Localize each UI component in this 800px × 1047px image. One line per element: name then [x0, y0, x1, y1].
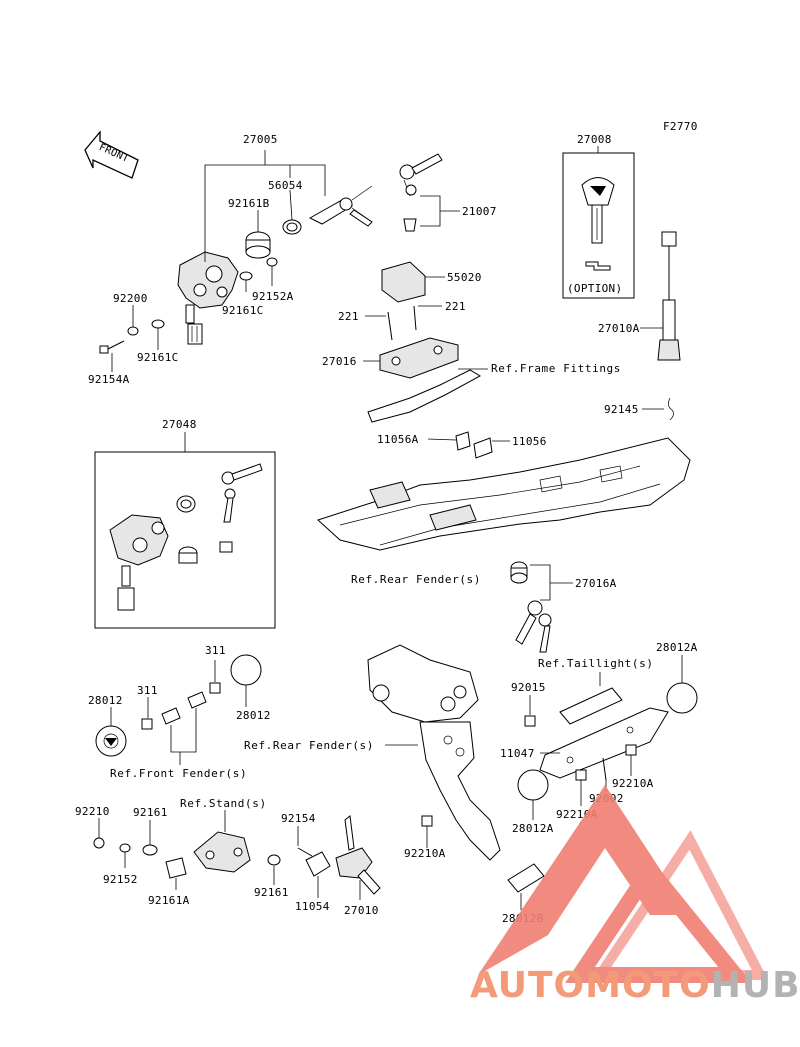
cover-55020: [381, 261, 426, 303]
connector-27010a: [661, 231, 677, 247]
rear-fender: [317, 437, 691, 551]
watermark-automoto: AUTOMOTO: [470, 965, 711, 1006]
watermark-hub: HUB: [711, 965, 800, 1006]
spring-92145: [668, 397, 674, 421]
label-28012-b: 28012: [236, 709, 271, 722]
watermark-text: AUTOMOTOHUB: [470, 965, 800, 1006]
automotohub-logo: [478, 785, 769, 983]
label-28012A-b: 28012A: [512, 822, 554, 835]
reflector-28012b: [507, 863, 545, 893]
label-27016: 27016: [322, 355, 357, 368]
label-92161: 92161: [133, 806, 168, 819]
label-92015: 92015: [511, 681, 546, 694]
label-92152A: 92152A: [252, 290, 294, 303]
label-92200: 92200: [113, 292, 148, 305]
label-92210A: 92210A: [612, 777, 654, 790]
label-28012: 28012: [88, 694, 123, 707]
key-icon-27016a: [515, 600, 552, 653]
label-311: 311: [137, 684, 158, 697]
ref-stand: Ref.Stand(s): [180, 797, 267, 810]
label-92154A: 92154A: [88, 373, 130, 386]
label-27048: 27048: [162, 418, 197, 431]
bracket-27016: [379, 337, 459, 379]
label-92161B: 92161B: [228, 197, 270, 210]
label-92161A: 92161A: [148, 894, 190, 907]
label-221: 221: [338, 310, 359, 323]
option-box: [562, 152, 635, 299]
reflector-28012-b: [230, 654, 262, 686]
diagram-code: F2770: [663, 120, 698, 133]
key-blank-icon: [399, 153, 443, 197]
label-92161-b: 92161: [254, 886, 289, 899]
side-stand-switch-27010: [335, 815, 381, 895]
label-11056A: 11056A: [377, 433, 419, 446]
key-icon: [308, 185, 373, 227]
reflector-28012a-b: [517, 769, 549, 801]
label-11054: 11054: [295, 900, 330, 913]
ref-frame-fittings: Ref.Frame Fittings: [491, 362, 621, 375]
label-92154: 92154: [281, 812, 316, 825]
label-92210: 92210: [75, 805, 110, 818]
label-27016A: 27016A: [575, 577, 617, 590]
label-92145: 92145: [604, 403, 639, 416]
label-221-b: 221: [445, 300, 466, 313]
smart-key-icon: [581, 177, 615, 271]
key-icon-27048: [221, 463, 263, 523]
label-92210A-c: 92210A: [404, 847, 446, 860]
label-92152: 92152: [103, 873, 138, 886]
label-56054: 56054: [268, 179, 303, 192]
front-arrow-icon: FRONT: [84, 130, 139, 179]
label-55020: 55020: [447, 271, 482, 284]
label-11056: 11056: [512, 435, 547, 448]
label-311-b: 311: [205, 644, 226, 657]
reflector-28012a: [666, 682, 698, 714]
bracket-11047: [539, 707, 669, 779]
label-11047: 11047: [500, 747, 535, 760]
clip-11056: [473, 437, 493, 459]
ref-front-fender: Ref.Front Fender(s): [110, 767, 247, 780]
seat-lock-27016a: [510, 561, 528, 584]
label-92161C: 92161C: [222, 304, 264, 317]
nut-311: [141, 718, 153, 730]
stand-bracket: [193, 831, 251, 873]
label-27008: 27008: [577, 133, 612, 146]
label-27010A: 27010A: [598, 322, 640, 335]
ref-taillight: Ref.Taillight(s): [538, 657, 654, 670]
label-28012A: 28012A: [656, 641, 698, 654]
label-21007: 21007: [462, 205, 497, 218]
license-plate-bracket: [367, 644, 501, 861]
label-92161C-b: 92161C: [137, 351, 179, 364]
clip-11056a: [455, 431, 471, 451]
option-label: (OPTION): [567, 282, 622, 295]
ignition-switch-assembly: [177, 251, 239, 345]
ref-rear-fender-2: Ref.Rear Fender(s): [244, 739, 374, 752]
key-cap: [403, 218, 417, 232]
label-27010: 27010: [344, 904, 379, 917]
ref-rear-fender: Ref.Rear Fender(s): [351, 573, 481, 586]
label-27005: 27005: [243, 133, 278, 146]
